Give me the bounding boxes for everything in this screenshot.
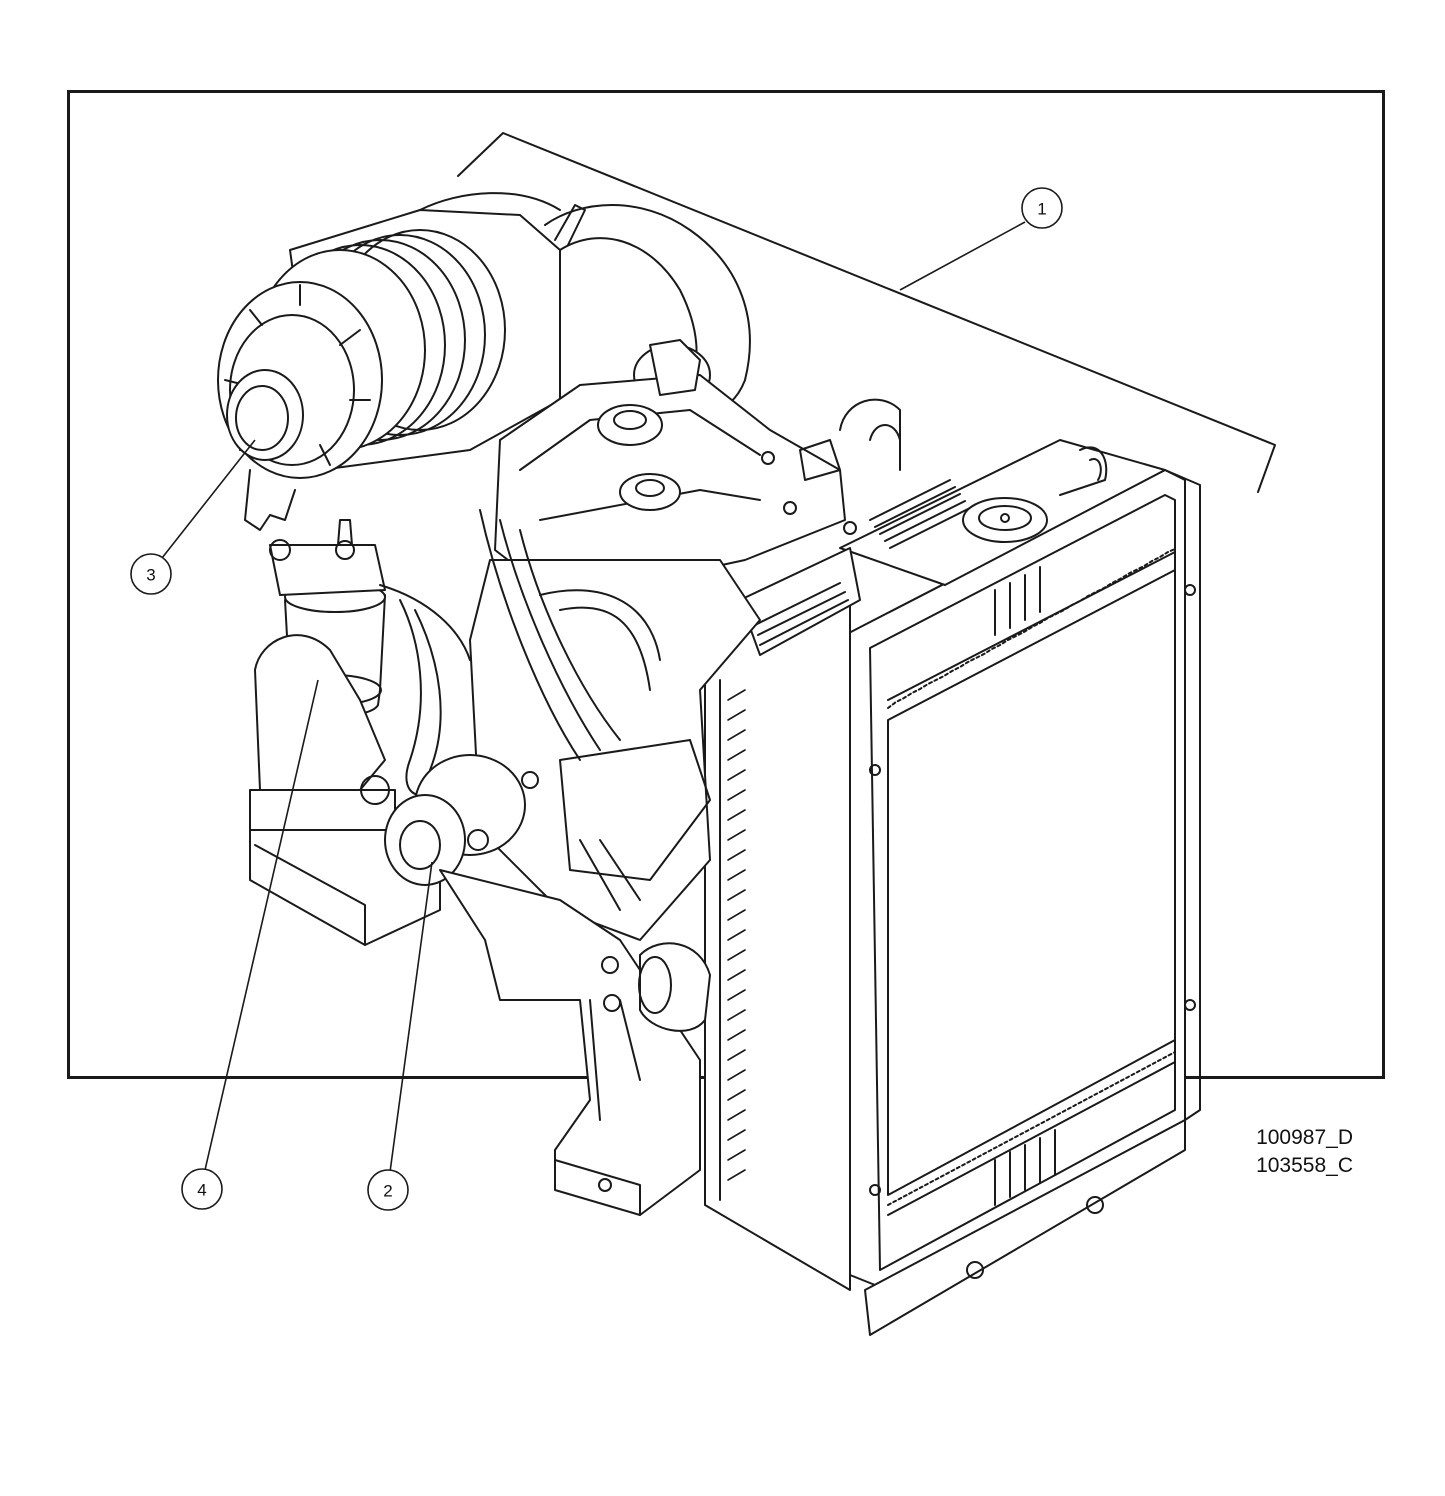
callout-1-label: 1 (1037, 200, 1046, 219)
callout-4-label: 4 (197, 1181, 206, 1200)
callout-4: 4 (181, 1168, 223, 1210)
engine-block (249, 339, 1108, 1216)
drawing-ref-1: 100987_D (1256, 1126, 1353, 1149)
callout-1: 1 (1021, 187, 1063, 229)
oil-filter (384, 754, 526, 886)
radiator-cap (962, 497, 1048, 543)
starter-motor (638, 942, 711, 1032)
fan-guard (704, 547, 861, 1291)
top-grille (869, 479, 971, 549)
callout-2-label: 2 (383, 1182, 392, 1201)
radiator (822, 439, 1201, 1336)
leader-line-4 (204, 679, 319, 1171)
leader-line-1 (899, 221, 1026, 291)
assembly-bracket (457, 132, 1276, 493)
leader-line-3 (161, 439, 256, 559)
drawing-ref-2: 103558_C (1256, 1154, 1353, 1177)
fuel-filter (269, 519, 386, 718)
air-cleaner (217, 192, 751, 531)
callout-3-label: 3 (146, 566, 155, 585)
callout-2: 2 (367, 1169, 409, 1211)
callout-3: 3 (130, 553, 172, 595)
leader-line-2 (389, 861, 433, 1173)
